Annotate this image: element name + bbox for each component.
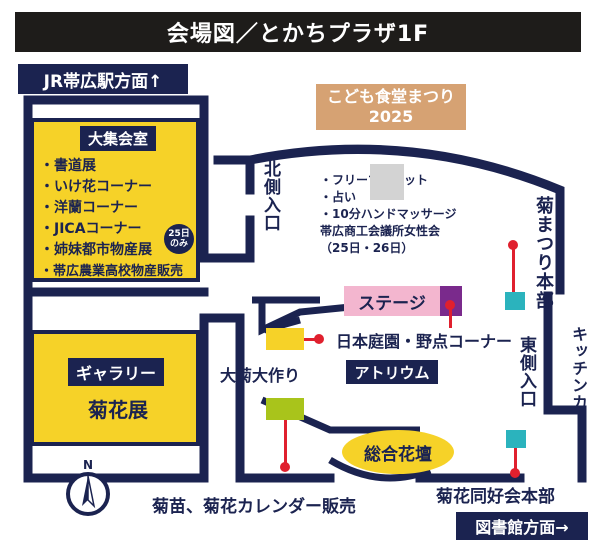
jr-station-direction-label: JR帯広駅方面↑ bbox=[18, 64, 188, 94]
north-entrance-label: 北側入口 bbox=[260, 160, 280, 232]
seedling-sales-area bbox=[266, 398, 304, 420]
big-chrysanthemum-area bbox=[266, 328, 304, 350]
atrium-info-item: （25日・26日） bbox=[320, 241, 414, 255]
club-hq-marker bbox=[506, 430, 526, 448]
event-banner: こども食堂まつり 2025 bbox=[316, 84, 466, 130]
room-daishukai: 大集会室 ・書道展 ・いけ花コーナー ・洋蘭コーナー ・JICAコーナー ・姉妹… bbox=[30, 118, 200, 282]
gallery-exhibit: 菊花展 bbox=[88, 398, 148, 422]
seedling-pin bbox=[280, 462, 290, 472]
event-year: 2025 bbox=[368, 107, 414, 126]
free-market-area bbox=[370, 164, 404, 200]
daishukai-item: ・洋蘭コーナー bbox=[40, 200, 138, 216]
garden-pin bbox=[445, 300, 455, 310]
atrium-info-item: 帯広商工会議所女性会 bbox=[320, 224, 441, 238]
daishukai-item: ・JICAコーナー bbox=[40, 221, 142, 237]
kiku-hq-marker bbox=[505, 292, 525, 310]
north-letter: N bbox=[83, 458, 94, 472]
east-entrance-label: 東側入口 bbox=[516, 336, 536, 408]
big-chrysanthemum-label: 大菊大作り bbox=[220, 366, 301, 385]
compass-icon bbox=[66, 472, 110, 516]
kiku-hq-pointer bbox=[512, 244, 515, 292]
event-name: こども食堂まつり bbox=[326, 87, 455, 106]
big-chrysanthemum-pin bbox=[314, 334, 324, 344]
day-badge: 25日 のみ bbox=[164, 224, 194, 254]
atrium-info-item: ・10分ハンドマッサージ bbox=[320, 207, 457, 221]
daishukai-item: ・書道展 bbox=[40, 158, 96, 174]
daishukai-item: ・帯広農業高校物産販売 bbox=[40, 264, 184, 279]
map-title: 会場図／とかちプラザ1F bbox=[15, 12, 581, 52]
kiku-hq-pin bbox=[508, 240, 518, 250]
club-hq-pointer bbox=[514, 448, 517, 474]
seedling-sales-label: 菊苗、菊花カレンダー販売 bbox=[152, 497, 356, 517]
club-hq-label: 菊花同好会本部 bbox=[436, 487, 555, 507]
atrium-label: アトリウム bbox=[346, 360, 438, 384]
atrium-info-item: ・占い bbox=[320, 190, 357, 204]
japanese-garden-label: 日本庭園・野点コーナー bbox=[336, 332, 513, 351]
library-direction-label: 図書館方面→ bbox=[456, 512, 588, 540]
garden-pointer bbox=[449, 304, 452, 328]
seedling-pointer bbox=[284, 420, 287, 466]
big-chrysanthemum-pointer bbox=[304, 338, 320, 341]
daishukai-item: ・いけ花コーナー bbox=[40, 179, 152, 195]
club-hq-pin bbox=[510, 468, 520, 478]
kiku-hq-label: 菊まつり本部 bbox=[533, 196, 554, 310]
room-gallery-name: ギャラリー bbox=[68, 358, 165, 386]
flower-altar: 総合花壇 bbox=[342, 430, 454, 474]
room-gallery: ギャラリー 菊花展 bbox=[30, 330, 200, 446]
room-daishukai-name: 大集会室 bbox=[80, 126, 157, 151]
daishukai-item: ・姉妹都市物産展 bbox=[40, 242, 152, 258]
north-compass: N bbox=[58, 458, 118, 520]
kitchen-car-label: キッチンカー bbox=[569, 326, 588, 428]
stage-area: ステージ bbox=[344, 286, 440, 316]
